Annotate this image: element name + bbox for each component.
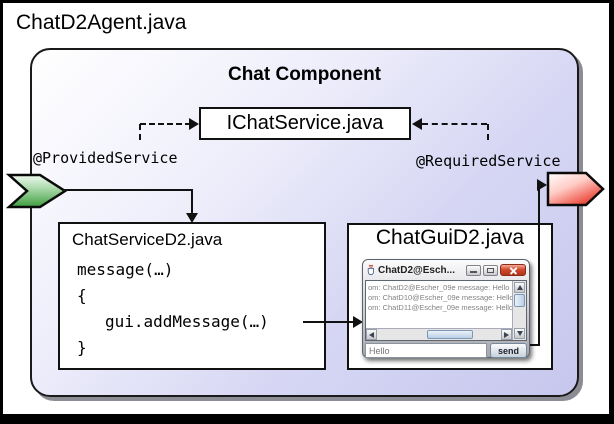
scroll-down-icon[interactable] bbox=[514, 328, 525, 339]
chat-input-row: send bbox=[365, 343, 527, 358]
scroll-up-icon[interactable] bbox=[514, 282, 525, 293]
vertical-scrollbar[interactable] bbox=[512, 281, 526, 340]
service-class-title: ChatServiceD2.java bbox=[72, 230, 223, 249]
gui-class-title: ChatGuiD2.java bbox=[375, 226, 525, 249]
send-connector-v bbox=[538, 185, 540, 346]
chat-message-panel: om: ChatD2@Escher_09e message: Hello om:… bbox=[365, 280, 527, 341]
provided-connector-arrowhead-icon bbox=[186, 213, 198, 223]
chat-window: ChatD2@Esch... om: ChatD2@Escher_09e mes… bbox=[362, 259, 530, 358]
chat-message-list: om: ChatD2@Escher_09e message: Hello om:… bbox=[366, 281, 512, 328]
addmessage-arrowhead-icon bbox=[353, 316, 363, 328]
diagram-background: ChatD2Agent.java Chat Component IChatSer… bbox=[3, 3, 609, 414]
interface-class-box: IChatService.java bbox=[199, 107, 411, 140]
code-line: message(…) bbox=[77, 260, 174, 279]
provided-connector-v bbox=[191, 189, 193, 215]
chat-window-titlebar[interactable]: ChatD2@Esch... bbox=[365, 262, 527, 278]
required-dash-tick bbox=[487, 124, 489, 140]
page-title: ChatD2Agent.java bbox=[16, 11, 187, 34]
chat-window-title: ChatD2@Esch... bbox=[378, 264, 455, 276]
provided-dash-line bbox=[140, 123, 191, 125]
addmessage-connector bbox=[303, 321, 355, 323]
code-line: { bbox=[77, 286, 87, 305]
provided-dash-tick bbox=[139, 124, 141, 140]
horizontal-scrollbar-thumb[interactable] bbox=[427, 330, 473, 339]
required-service-annotation: @RequiredService bbox=[416, 152, 561, 170]
interface-class-label: IChatService.java bbox=[226, 112, 384, 134]
scroll-left-icon[interactable] bbox=[366, 329, 377, 340]
required-port-icon bbox=[546, 171, 605, 207]
minimize-icon[interactable] bbox=[466, 264, 481, 276]
chat-message-input[interactable] bbox=[365, 343, 487, 358]
close-icon[interactable] bbox=[500, 264, 526, 276]
java-icon bbox=[367, 264, 374, 276]
code-line: } bbox=[77, 338, 87, 357]
provided-connector-h bbox=[63, 189, 193, 191]
maximize-icon[interactable] bbox=[483, 264, 498, 276]
required-dash-line bbox=[422, 123, 487, 125]
component-title: Chat Component bbox=[227, 64, 382, 85]
provided-arrowhead-icon bbox=[189, 118, 199, 130]
scroll-right-icon[interactable] bbox=[501, 329, 512, 340]
horizontal-scrollbar-track[interactable] bbox=[377, 329, 501, 340]
send-button[interactable]: send bbox=[490, 343, 527, 358]
vertical-scrollbar-thumb[interactable] bbox=[514, 294, 525, 307]
horizontal-scrollbar[interactable] bbox=[366, 328, 512, 340]
code-line: gui.addMessage(…) bbox=[105, 312, 269, 331]
provided-port-icon bbox=[6, 173, 68, 209]
service-class-box: ChatServiceD2.java message(…) { gui.addM… bbox=[58, 222, 326, 370]
send-connector-arrowhead-icon bbox=[537, 179, 547, 191]
send-connector-h1 bbox=[522, 344, 540, 346]
chat-message: om: ChatD11@Escher_09e message: Hello bbox=[368, 303, 512, 312]
provided-service-annotation: @ProvidedService bbox=[33, 149, 178, 167]
chat-message: om: ChatD2@Escher_09e message: Hello bbox=[368, 283, 510, 292]
chat-message: om: ChatD10@Escher_09e message: Hello bbox=[368, 293, 512, 302]
required-arrowhead-icon bbox=[412, 118, 422, 130]
